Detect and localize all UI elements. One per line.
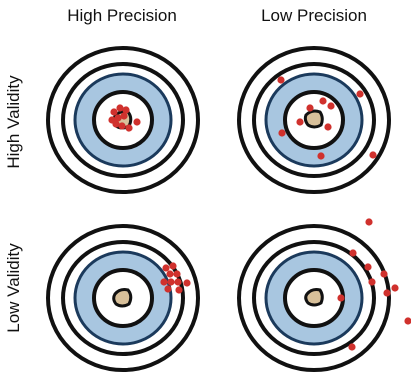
hit-dot [364,263,372,271]
hit-dot [118,122,126,130]
hit-dot [383,289,391,297]
hit-dot [317,152,325,160]
target-rings [237,46,391,194]
target-low-validity-high-precision [46,224,200,372]
hit-dot [164,285,172,293]
hit-dot [278,129,286,137]
hit-dot [160,278,168,286]
hit-dot [368,278,376,286]
hit-dots [337,218,411,351]
target-rings [237,224,391,372]
hit-dot [369,151,377,159]
hit-dot [133,118,141,126]
hit-dot [114,114,122,122]
target-rings [46,46,200,194]
row-label-low-validity: Low Validity [4,243,23,333]
column-label-low-precision: Low Precision [261,6,367,25]
hit-dot [356,90,364,98]
hit-dot [391,284,399,292]
hit-dot [166,270,174,278]
hit-dots [277,76,377,160]
hit-dot [162,264,170,272]
column-label-high-precision: High Precision [67,6,177,25]
hit-dot [324,123,332,131]
hit-dot [112,120,120,128]
hit-dot [125,124,133,132]
hit-dot [348,343,356,351]
hit-dot [306,104,314,112]
hit-dot [349,249,357,257]
hit-dot [365,218,373,226]
target-rings [46,224,200,372]
hit-dot [110,108,118,116]
hit-dot [277,76,285,84]
hit-dot [296,118,304,126]
hit-dot [167,278,175,286]
target-high-validity-low-precision [237,46,391,194]
hit-dot [169,262,177,270]
hit-dot [122,106,130,114]
hit-dot [120,112,128,120]
hit-dot [404,317,411,325]
hit-dot [116,104,124,112]
hit-dots [108,104,141,132]
row-label-high-validity: High Validity [4,75,23,169]
hit-dot [380,270,388,278]
target-low-validity-low-precision [237,218,411,372]
hit-dot [183,279,191,287]
target-high-validity-high-precision [46,46,200,194]
hit-dot [327,102,335,110]
hit-dot [175,286,183,294]
hit-dot [337,294,345,302]
hit-dot [319,97,327,105]
hit-dots [160,262,191,294]
hit-dot [173,270,181,278]
hit-dot [174,278,182,286]
